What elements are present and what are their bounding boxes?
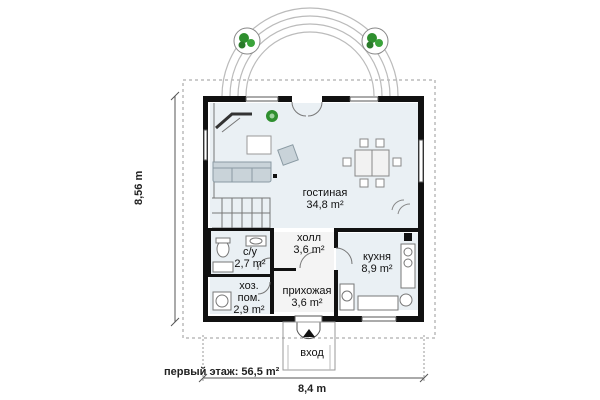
room-area-kitchen: 8,9 m²: [361, 263, 393, 275]
room-label-bathroom: с/у 2,7 m²: [232, 246, 268, 270]
armchair: [277, 144, 299, 166]
room-name-hall: холл: [296, 232, 322, 244]
room-label-hall: холл 3,6 m²: [288, 232, 330, 256]
entrance-porch: [282, 315, 336, 371]
utility-fixtures: [212, 291, 232, 311]
indoor-plant: [266, 110, 278, 122]
width-dimension-label: 8,4 m: [298, 383, 327, 395]
room-area-hall: 3,6 m²: [293, 244, 325, 256]
sofa: [212, 161, 272, 183]
dining-set: [342, 138, 402, 188]
room-area-utility: 2,9 m²: [233, 304, 265, 316]
room-area-entrance-hall: 3,6 m²: [291, 297, 323, 309]
room-area-living: 34,8 m²: [306, 199, 344, 211]
room-name-kitchen: кухня: [363, 251, 391, 263]
coffee-table: [246, 135, 272, 155]
interior-doors: [257, 247, 353, 295]
depth-dimension-label: 8,56 m: [133, 170, 145, 205]
room-label-kitchen: кухня 8,9 m²: [355, 251, 399, 275]
plant-left: [233, 27, 261, 55]
bathroom-fixtures: [212, 235, 267, 273]
terrace-doors: [291, 101, 323, 117]
room-name-utility-line2: пом.: [237, 292, 261, 304]
walls: [203, 96, 424, 322]
window-arcs: [391, 199, 411, 215]
room-name-living: гостиная: [302, 187, 348, 199]
room-name-entrance-hall: прихожая: [282, 285, 332, 297]
room-name-utility-line1: хоз.: [239, 280, 259, 292]
plant-right: [361, 27, 389, 55]
room-name-bathroom: с/у: [242, 246, 258, 258]
room-area-bathroom: 2,7 m²: [234, 258, 266, 270]
kitchen-fixtures: [339, 243, 416, 311]
room-label-entrance-hall: прихожая 3,6 m²: [281, 285, 333, 309]
dimension-lines: [170, 91, 429, 383]
room-label-utility: хоз. пом. 2,9 m²: [230, 280, 268, 316]
entrance-label: вход: [300, 347, 324, 359]
room-label-living: гостиная 34,8 m²: [293, 187, 357, 211]
kitchen-column: [404, 233, 412, 241]
windows: [203, 96, 424, 322]
pergola: [221, 7, 399, 97]
column: [273, 174, 277, 178]
floor-total-label: первый этаж: 56,5 m²: [164, 366, 280, 378]
fireplace: [215, 112, 252, 133]
site-outline: [182, 79, 436, 339]
